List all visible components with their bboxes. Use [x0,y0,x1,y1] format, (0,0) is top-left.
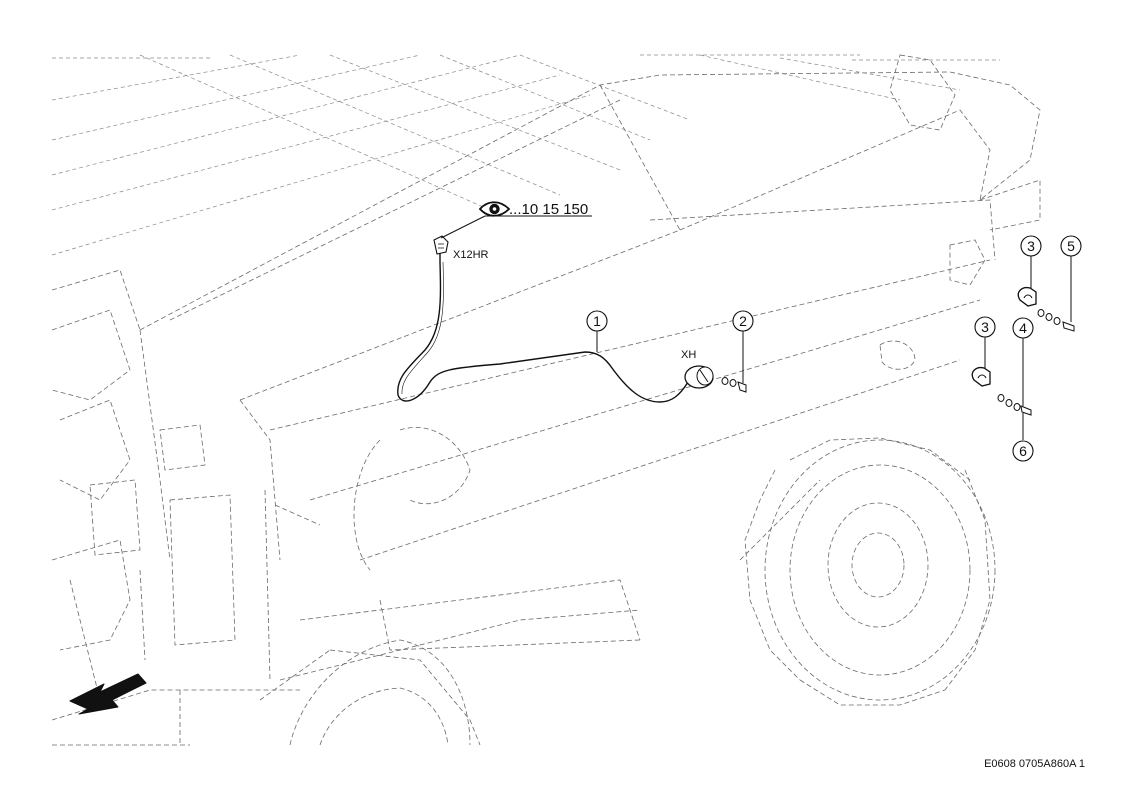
svg-text:3: 3 [981,319,989,335]
callout-3a: 3 [1020,235,1042,257]
svg-text:1: 1 [593,313,601,329]
svg-text:6: 6 [1019,443,1027,459]
screw [737,381,747,393]
connector-label: X12HR [453,249,489,261]
reference-number: ...10 15 150 [509,201,588,218]
clamp-assembly-top [1017,286,1075,332]
callout-5: 5 [1060,235,1082,257]
svg-text:4: 4 [1019,320,1027,336]
drawing-code: E0608 0705A860A 1 [984,758,1085,770]
svg-text:2: 2 [739,313,747,329]
machine-outline [51,54,1041,746]
callout-4: 4 [1012,317,1034,339]
svg-text:5: 5 [1067,238,1075,254]
leader-lines [440,215,1072,440]
eye-icon [478,201,511,217]
washer [729,379,737,387]
callout-2: 2 [732,310,754,332]
svg-text:3: 3 [1027,238,1035,254]
callout-1: 1 [586,310,608,332]
wiring-harness [397,235,689,403]
callout-3b: 3 [974,316,996,338]
reference-note: ...10 15 150 [478,201,588,218]
sensor-assembly [684,365,747,393]
callout-6: 6 [1012,440,1034,462]
washer [721,377,729,385]
clamp-assembly-bottom [971,366,1032,416]
forward-arrow-icon [69,673,147,715]
connector-x12hr [433,235,449,255]
sensor-label: XH [681,349,696,361]
